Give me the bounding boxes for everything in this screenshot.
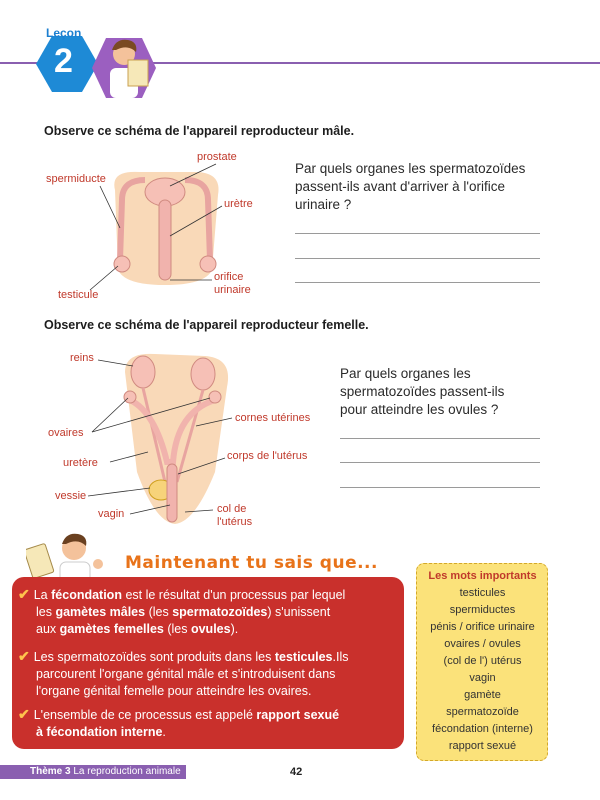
label-col-1: col de: [217, 503, 247, 515]
summary-box: [12, 577, 404, 749]
summary-title: Maintenant tu sais que...: [125, 553, 378, 573]
lesson-badge: [36, 36, 98, 92]
label-orifice-1: orifice: [214, 271, 244, 283]
bullet-spermatozoides: ✔Les spermatozoïdes sont produits dans l…: [18, 648, 349, 698]
lesson-label: Leçon: [46, 26, 82, 40]
answer-line[interactable]: [295, 233, 540, 234]
keywords-box: [416, 563, 548, 761]
female-question: Par quels organes les spermatozoïdes pas…: [340, 366, 505, 417]
keyword-item: pénis / orifice urinaire: [430, 621, 535, 633]
label-cornes: cornes utérines: [235, 412, 311, 424]
bullet-fecondation: ✔La fécondation est le résultat d'un pro…: [18, 586, 346, 636]
female-diagram: [123, 353, 229, 524]
answer-line[interactable]: [295, 258, 540, 259]
label-col-2: l'utérus: [217, 516, 253, 528]
female-leader-lines: [87, 359, 233, 515]
male-question: Par quels organes les spermatozoïdes pas…: [295, 161, 526, 212]
keyword-item: spermatozoïde: [446, 706, 519, 718]
male-leader-lines: [89, 163, 223, 291]
keyword-item: spermiductes: [449, 604, 516, 616]
answer-line[interactable]: [340, 462, 540, 463]
keyword-item: ovaires / ovules: [444, 638, 521, 650]
label-reins: reins: [70, 352, 94, 364]
bullet-rapport-sexue: ✔L'ensemble de ce processus est appelé r…: [18, 706, 340, 739]
label-spermiducte: spermiducte: [46, 173, 106, 185]
female-instruction: Observe ce schéma de l'appareil reproduc…: [44, 318, 369, 332]
answer-line[interactable]: [340, 487, 540, 488]
keyword-item: testicules: [459, 587, 506, 599]
male-diagram: [113, 171, 219, 285]
keyword-item: fécondation (interne): [432, 723, 533, 735]
keyword-item: vagin: [469, 672, 496, 684]
label-orifice-2: urinaire: [214, 284, 251, 296]
answer-line[interactable]: [295, 282, 540, 283]
keywords-title: Les mots importants: [428, 570, 537, 582]
label-corps: corps de l'utérus: [227, 450, 308, 462]
male-instruction: Observe ce schéma de l'appareil reproduc…: [44, 124, 355, 138]
page-number: 42: [290, 766, 303, 778]
check-icon: ✔: [18, 586, 30, 602]
keyword-item: gamète: [464, 689, 501, 701]
label-prostate: prostate: [197, 151, 237, 163]
scientist-clipboard-illustration: [26, 533, 103, 590]
keyword-item: (col de l') utérus: [443, 655, 522, 667]
scientist-illustration: [92, 38, 156, 98]
label-testicule: testicule: [58, 289, 99, 301]
answer-line[interactable]: [340, 438, 540, 439]
lesson-number: 2: [54, 42, 73, 80]
label-ovaires: ovaires: [48, 427, 84, 439]
label-uretre: urètre: [224, 198, 253, 210]
header-rule: [0, 62, 600, 64]
label-vessie: vessie: [55, 490, 87, 502]
footer-theme-band: [0, 765, 186, 779]
label-uretere: uretère: [63, 457, 98, 469]
check-icon: ✔: [18, 706, 30, 722]
label-vagin: vagin: [98, 508, 125, 520]
footer-theme: Thème 3 La reproduction animale: [30, 766, 181, 777]
keyword-item: rapport sexué: [448, 740, 517, 752]
check-icon: ✔: [18, 648, 30, 664]
